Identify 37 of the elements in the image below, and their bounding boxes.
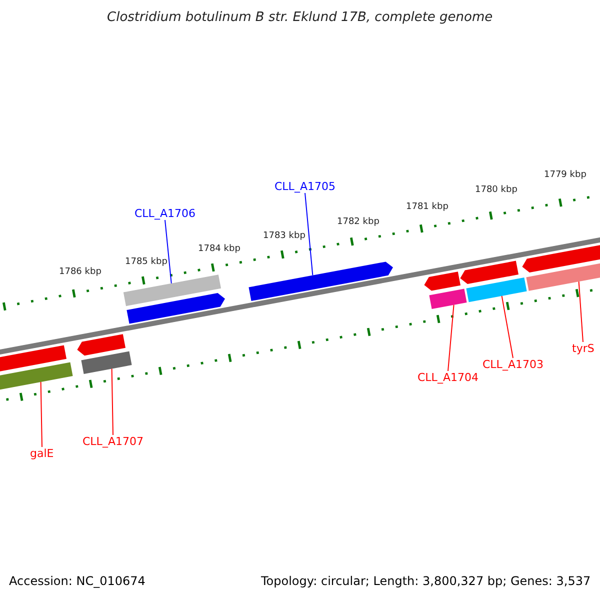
leader-line	[164, 220, 172, 284]
title: Clostridium botulinum B str. Eklund 17B, complete genome	[107, 11, 493, 24]
tick-label: 1784 kbp	[198, 243, 240, 256]
gene-feature	[126, 293, 225, 324]
gene-label: galE	[30, 447, 54, 460]
tick-label: 1781 kbp	[406, 201, 448, 214]
leader-line	[40, 382, 42, 448]
tick-label: 1779 kbp	[544, 169, 586, 182]
gene-label: CLL_A1705	[274, 180, 336, 193]
gene-feature	[81, 351, 132, 374]
gene-feature	[123, 274, 221, 306]
gene-feature	[424, 272, 460, 291]
gene-label: CLL_A1703	[482, 358, 544, 371]
gene-feature	[460, 260, 518, 284]
leader-line	[111, 368, 114, 436]
accession-text: Accession: NC_010674	[9, 575, 146, 588]
genome-summary-text: Topology: circular; Length: 3,800,327 bp; Genes: 3,537	[261, 575, 591, 588]
leader-line	[578, 281, 584, 342]
leader-line	[448, 304, 454, 372]
tick-label: 1782 kbp	[337, 216, 380, 229]
gene-feature	[0, 362, 73, 391]
gene-feature	[429, 288, 467, 309]
gene-feature	[466, 278, 527, 302]
gene-label: CLL_A1704	[418, 371, 478, 384]
gene-feature	[522, 242, 600, 272]
gene-label: CLL_A1707	[82, 435, 144, 448]
tick-label: 1783 kbp	[263, 230, 306, 243]
tick-label: 1786 kbp	[59, 266, 102, 279]
leader-line	[501, 295, 514, 358]
gene-feature	[248, 262, 393, 301]
leader-line	[304, 192, 314, 276]
gene-label: tyrS	[572, 342, 594, 355]
tick-label: 1785 kbp	[125, 256, 168, 269]
gene-feature	[0, 345, 66, 373]
gene-feature	[77, 334, 126, 356]
tick-label: 1780 kbp	[475, 184, 518, 197]
gene-label: CLL_A1706	[134, 207, 196, 220]
